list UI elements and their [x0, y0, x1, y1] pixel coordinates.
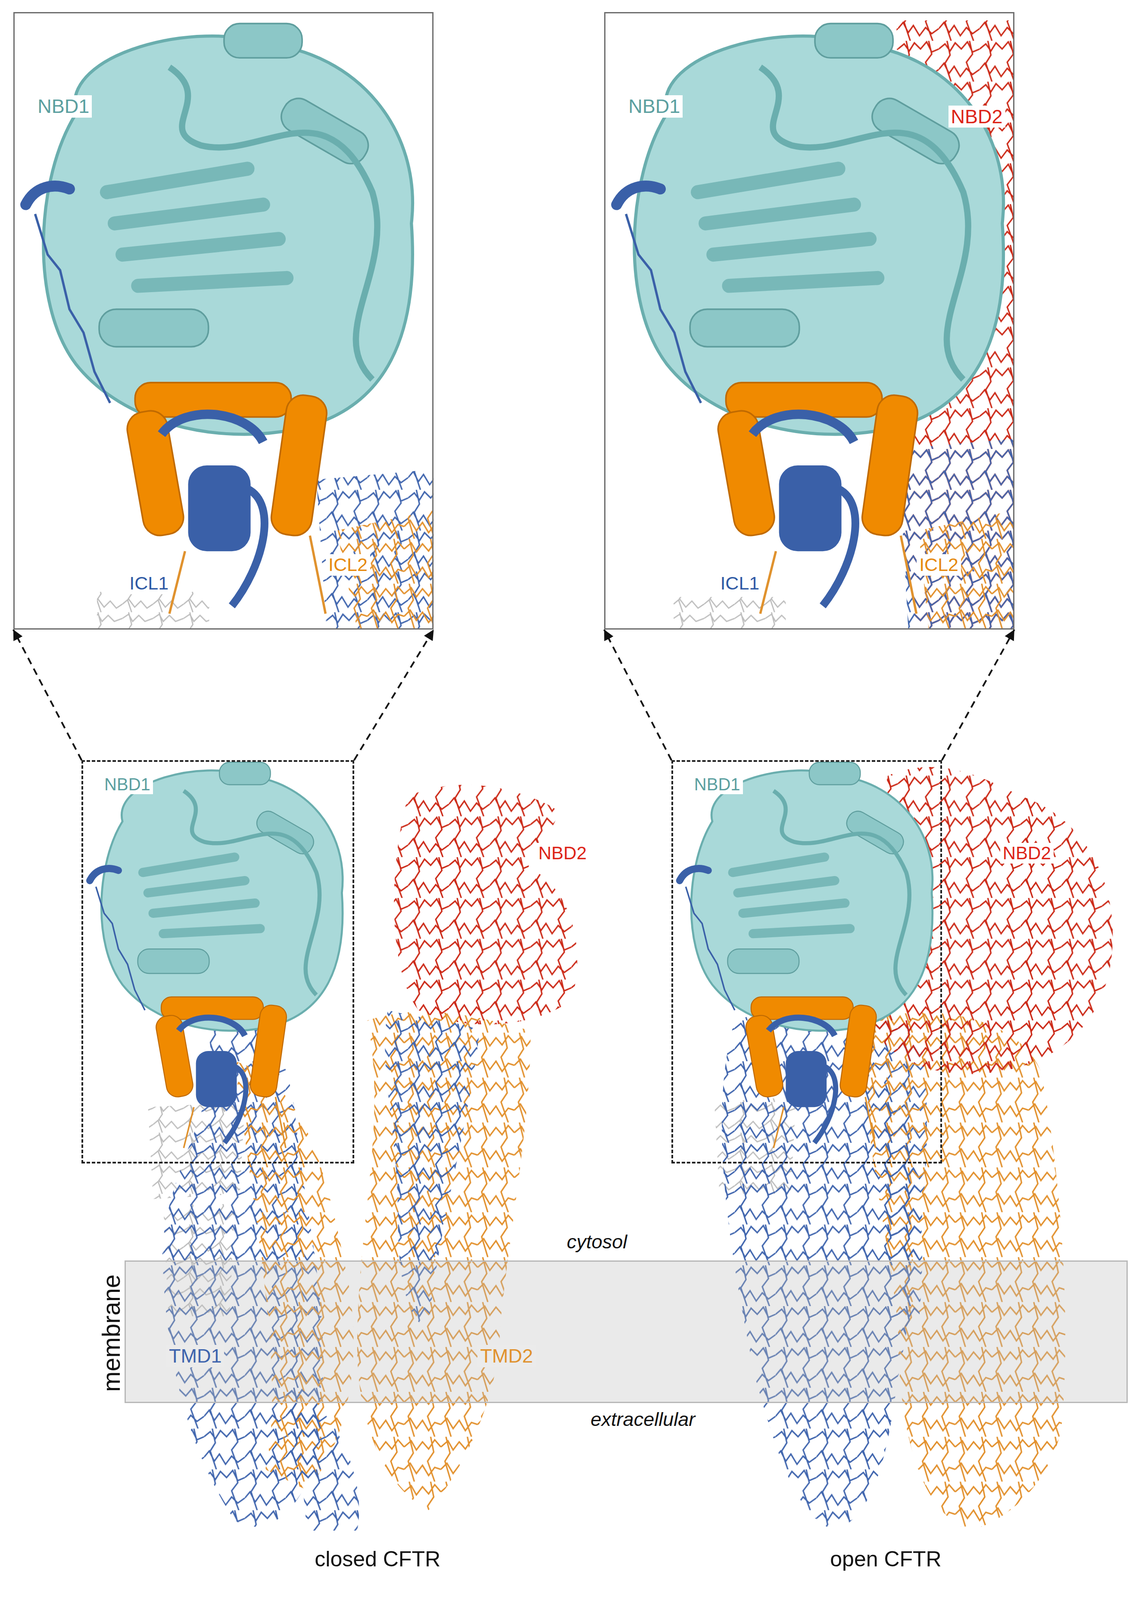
open-cftr [679, 762, 1113, 1531]
loop-name: ICL2 [325, 554, 371, 576]
nbd1-cartoon [89, 762, 343, 1149]
blue-wire [316, 469, 434, 630]
zoom-arrow [942, 629, 1015, 761]
node-name: NBD1 [691, 774, 743, 795]
grey-wire [673, 596, 786, 630]
domain-name: NBD2 [1000, 842, 1054, 864]
domain-name: NBD2 [535, 842, 590, 864]
blue-wire [898, 438, 1015, 630]
grey-wire [96, 591, 210, 630]
zoom-arrow [604, 629, 672, 761]
node-name: NBD1 [101, 774, 153, 795]
zoom-arrow [13, 629, 82, 761]
node-name: NBD1 [625, 95, 683, 118]
inset-open [616, 20, 1015, 630]
region-name: membrane [97, 1271, 126, 1395]
nbd1-cartoon [679, 762, 933, 1149]
state-caption: closed CFTR [311, 1547, 444, 1573]
domain-name: TMD1 [166, 1344, 225, 1368]
nbd1-zoomed [616, 23, 1004, 615]
side-name: cytosol [564, 1230, 630, 1254]
nbd2-wire [393, 784, 578, 1025]
loop-name: ICL1 [717, 572, 762, 594]
loop-name: ICL1 [126, 572, 172, 594]
state-caption: open CFTR [827, 1547, 944, 1573]
zoom-inset: NBD1ICL1 ICL2 [13, 12, 434, 630]
node-name: NBD1 [34, 95, 92, 118]
domain-name: TMD2 [477, 1344, 536, 1368]
loop-name: ICL2 [916, 554, 961, 576]
zoom-arrow [354, 629, 434, 761]
side-name: extracellular [588, 1408, 699, 1431]
zoom-inset: NBD1 NBD2ICL1 ICL2 [604, 12, 1015, 630]
zoom-region: NBD1 [81, 760, 354, 1164]
nbd1-zoomed [25, 23, 413, 615]
node-name: NBD2 [948, 105, 1006, 128]
inset-closed [25, 23, 434, 630]
zoom-region: NBD1 [671, 760, 943, 1164]
membrane-band: membrane [124, 1260, 1128, 1404]
closed-cftr [89, 762, 578, 1531]
